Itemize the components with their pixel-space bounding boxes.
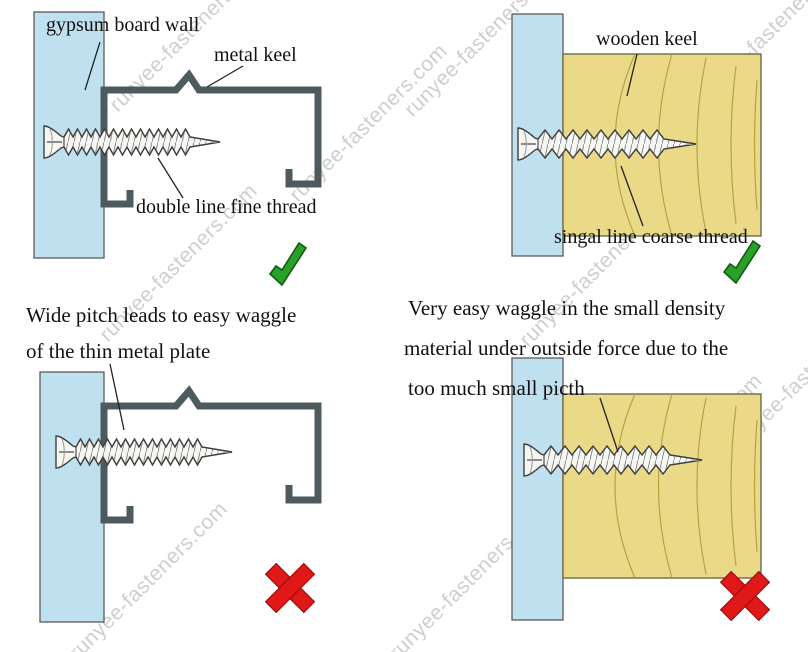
leader-lines <box>84 41 244 199</box>
panel-top-left <box>33 11 322 286</box>
caption-wrong-metal-line1: Wide pitch leads to easy waggle <box>26 303 297 327</box>
leader-lines <box>599 397 619 453</box>
label-coarse-thread: singal line coarse thread <box>554 226 748 248</box>
panel-bottom-right <box>511 357 770 621</box>
caption-wrong-metal-line2: of the thin metal plate <box>26 339 211 363</box>
caption-wrong-wood-line3: too much small picth <box>408 376 585 400</box>
gypsum-board <box>511 357 564 621</box>
cross-icon <box>265 563 315 613</box>
leader-lines <box>620 53 644 227</box>
leader-lines <box>109 363 125 431</box>
caption-wrong-wood-line1: Very easy waggle in the small density <box>408 296 726 320</box>
panel-bottom-left <box>39 363 322 623</box>
label-fine-thread: double line fine thread <box>136 196 317 218</box>
wood-grain <box>614 393 758 579</box>
panel-top-right <box>511 13 762 284</box>
checkmark-icon <box>269 242 307 286</box>
gypsum-board <box>39 371 105 623</box>
cross-icon <box>720 571 770 621</box>
label-metal-keel: metal keel <box>214 44 297 66</box>
metal-keel-profile <box>100 69 322 208</box>
label-wooden-keel: wooden keel <box>596 28 698 50</box>
label-gypsum-board-wall: gypsum board wall <box>46 14 200 36</box>
wooden-keel-block <box>562 393 762 579</box>
caption-wrong-wood-line2: material under outside force due to the <box>404 336 729 360</box>
metal-keel-profile <box>100 385 322 524</box>
